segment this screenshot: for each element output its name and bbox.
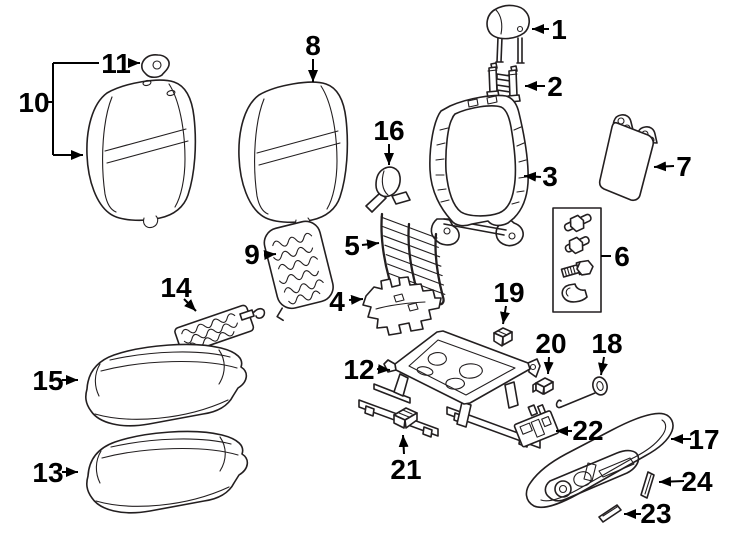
part-19-retainer-clip <box>493 327 513 347</box>
part-18-release-cable <box>555 376 608 409</box>
callout-14[interactable]: 14 <box>160 272 197 312</box>
part-20-retainer-clip <box>532 377 554 395</box>
callout-12[interactable]: 12 <box>343 354 391 385</box>
part-8-seat-back-cushion <box>238 81 349 231</box>
callout-3-label[interactable]: 3 <box>542 161 558 192</box>
callout-17[interactable]: 17 <box>671 424 720 455</box>
callout-24[interactable]: 24 <box>658 466 713 497</box>
callout-4[interactable]: 4 <box>329 286 364 317</box>
callout-11-label[interactable]: 11 <box>101 48 131 79</box>
callout-24-label[interactable]: 24 <box>681 466 713 497</box>
callout-5[interactable]: 5 <box>344 230 380 261</box>
callout-2[interactable]: 2 <box>525 71 563 102</box>
callout-12-label[interactable]: 12 <box>343 354 374 385</box>
callout-19-label[interactable]: 19 <box>493 277 524 308</box>
part-17-side-trim-panel <box>525 412 674 509</box>
callout-17-label[interactable]: 17 <box>688 424 719 455</box>
part-9-seat-back-heater-pad <box>263 220 334 322</box>
part-10-seat-back-cover <box>86 79 197 229</box>
part-11-trim-cap <box>141 54 170 79</box>
callout-20[interactable]: 20 <box>535 328 567 375</box>
callout-11[interactable]: 11 <box>101 48 140 79</box>
callout-20-label[interactable]: 20 <box>535 328 566 359</box>
callout-6[interactable]: 6 <box>601 241 630 272</box>
callout-13-label[interactable]: 13 <box>32 457 63 488</box>
callout-22-label[interactable]: 22 <box>572 415 603 446</box>
part-7-seat-back-panel <box>598 114 658 202</box>
callout-8-label[interactable]: 8 <box>305 30 321 61</box>
callout-4-label[interactable]: 4 <box>329 286 345 317</box>
part-22-seat-adjust-switch <box>513 404 560 448</box>
part-23-switch-trim-cap <box>598 504 622 523</box>
callout-13[interactable]: 13 <box>32 457 78 488</box>
part-12-seat-adjuster-track <box>358 330 541 449</box>
callout-15-label[interactable]: 15 <box>32 365 63 396</box>
callout-14-label[interactable]: 14 <box>160 272 192 303</box>
callout-6-label[interactable]: 6 <box>614 241 630 272</box>
callout-9-label[interactable]: 9 <box>244 239 260 270</box>
callout-18[interactable]: 18 <box>591 328 623 376</box>
part-4-mount-bracket <box>362 276 442 336</box>
callout-2-label[interactable]: 2 <box>547 71 563 102</box>
callout-18-label[interactable]: 18 <box>591 328 622 359</box>
callout-16-label[interactable]: 16 <box>373 115 404 146</box>
part-16-adjuster-handle <box>365 166 411 213</box>
part-24-switch-trim-cap <box>640 471 655 499</box>
callout-21[interactable]: 21 <box>390 434 422 485</box>
part-21-retainer-clip <box>393 407 418 429</box>
callout-23-label[interactable]: 23 <box>640 498 671 529</box>
part-1-headrest <box>486 4 530 64</box>
callout-23[interactable]: 23 <box>624 498 672 529</box>
callout-7-label[interactable]: 7 <box>676 151 692 182</box>
callout-9[interactable]: 9 <box>244 239 277 270</box>
callout-22[interactable]: 22 <box>556 415 604 446</box>
part-15-seat-cushion-cover <box>85 343 248 427</box>
callout-21-label[interactable]: 21 <box>390 454 421 485</box>
callout-3[interactable]: 3 <box>523 161 558 192</box>
callout-1-label[interactable]: 1 <box>551 14 567 45</box>
part-13-seat-cushion-pad <box>86 430 249 514</box>
callout-10-label[interactable]: 10 <box>18 87 49 118</box>
callout-19[interactable]: 19 <box>493 277 525 325</box>
part-6-hardware-fastener-kit <box>552 207 602 313</box>
callout-16[interactable]: 16 <box>373 115 405 165</box>
callout-8[interactable]: 8 <box>305 30 321 82</box>
part-3-seat-back-frame <box>429 94 529 247</box>
callout-5-label[interactable]: 5 <box>344 230 360 261</box>
callout-15[interactable]: 15 <box>32 365 78 396</box>
callout-7[interactable]: 7 <box>653 151 692 182</box>
callout-10[interactable]: 10 <box>18 62 99 160</box>
callout-1[interactable]: 1 <box>532 14 567 45</box>
